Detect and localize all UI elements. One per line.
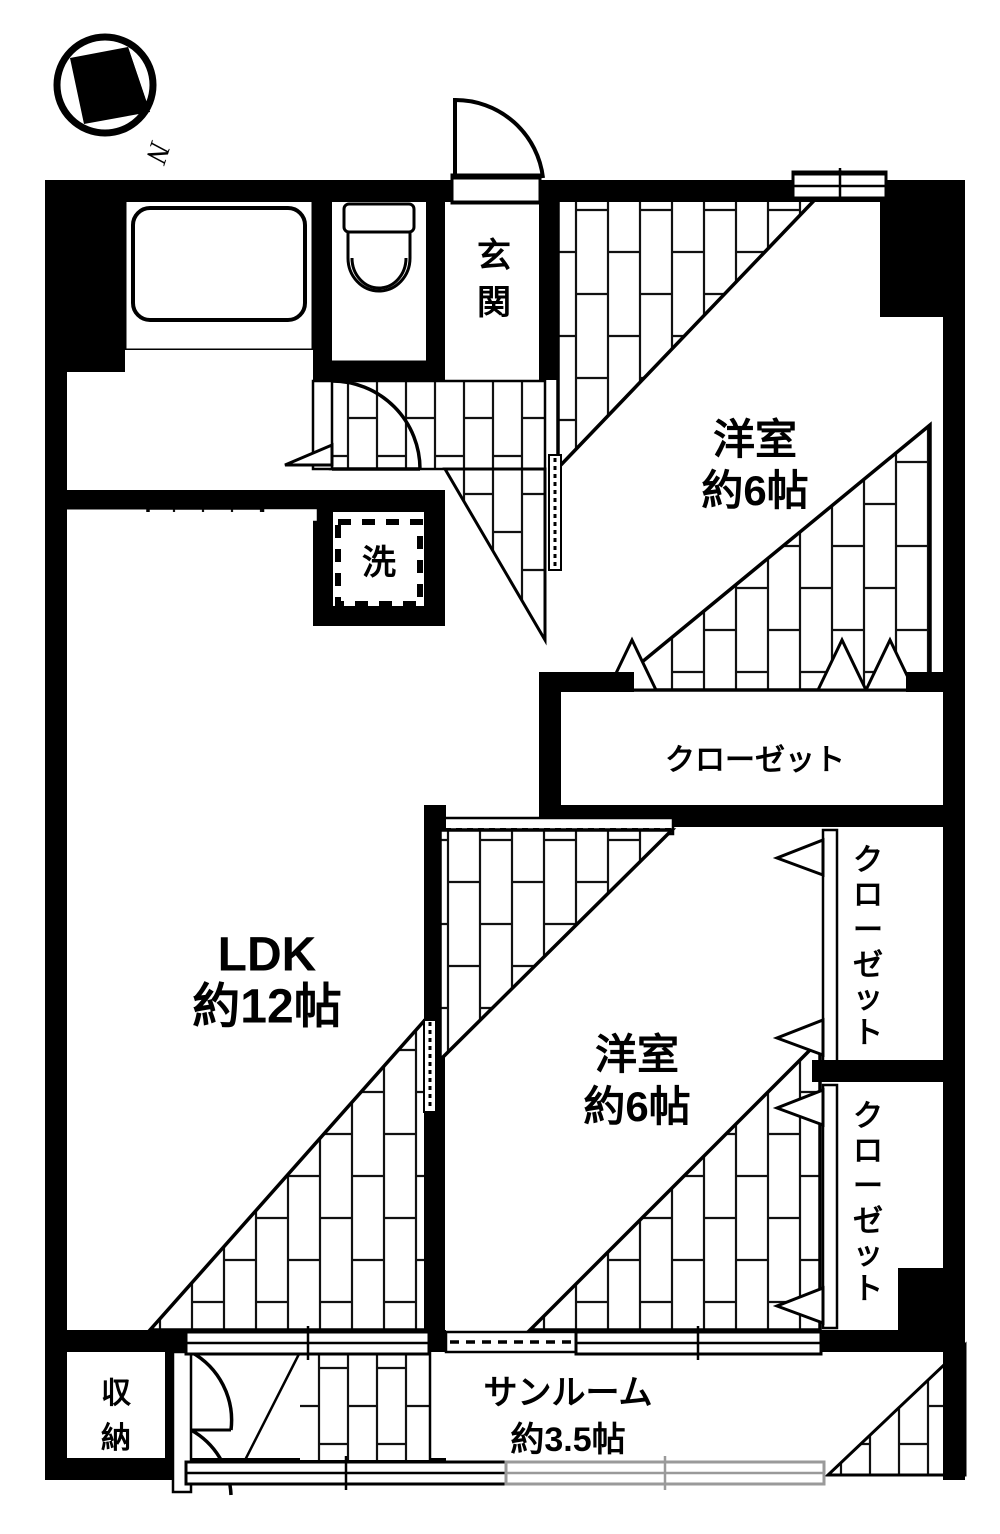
sunroom-label-line1: サンルーム — [484, 1374, 653, 1412]
wall-closet-upper-bottom — [812, 1060, 965, 1082]
bedroom-south-label-line2: 約6帖 — [583, 1083, 690, 1130]
wall-washer-right — [424, 512, 445, 624]
closet-horizontal-label: クローゼット — [665, 744, 845, 777]
entrance-label-char1: 玄 — [477, 237, 511, 275]
closet-vertical-upper-area — [821, 827, 943, 1072]
wall-bedroom-south-top-left — [424, 805, 446, 829]
toilet-room — [328, 198, 430, 364]
corridor-folding-door-marker — [284, 442, 334, 467]
cv-u-c2: ー — [853, 914, 883, 947]
closet-vertical-upper-label: ク ロ ー ゼ ッ ト — [853, 844, 883, 1050]
cv-l-c1: ロ — [853, 1135, 883, 1168]
storage-label-char1: 収 — [101, 1377, 132, 1410]
cv-u-c5: ト — [853, 1017, 883, 1050]
wall-toilet-bottom — [313, 362, 445, 381]
washer-label: 洗 — [362, 544, 396, 582]
wall-right-main — [943, 180, 965, 1480]
wall-closet-left — [539, 692, 561, 812]
bedroom-north-label-line1: 洋室 — [713, 416, 797, 463]
corridor-floor-hatch — [328, 379, 547, 471]
wall-bedroom-south-top-right — [673, 805, 828, 827]
cv-l-c4: ッ — [853, 1238, 883, 1271]
bathroom-area — [123, 198, 315, 352]
entrance-area — [445, 200, 545, 380]
bedroom-south-left-sash — [423, 1019, 437, 1113]
window-sunroom-bottom — [184, 1456, 826, 1490]
storage-label-char2: 納 — [101, 1422, 131, 1455]
cv-u-c0: ク — [853, 844, 883, 877]
wall-storage-bottom — [45, 1458, 173, 1480]
wall-washer-left — [313, 512, 333, 624]
storage-door-swing-icon — [171, 1350, 234, 1496]
wall-washer-top — [313, 490, 445, 512]
wall-left-main — [45, 490, 67, 1480]
closet-vertical-lower-label: ク ロ ー ゼ ッ ト — [853, 1100, 883, 1306]
bedroom-south-label-line1: 洋室 — [595, 1031, 679, 1078]
sunroom-label-line2: 約3.5帖 — [510, 1421, 625, 1459]
wall-closet-top-left — [539, 672, 634, 692]
wall-entrance-right — [539, 180, 561, 380]
ldk-label-line1: LDK — [218, 929, 317, 982]
bathtub-icon — [131, 206, 307, 322]
closet-vertical-upper-door[interactable] — [821, 828, 839, 1072]
sunroom-top-sliding-door — [444, 1326, 823, 1360]
washing-machine-icon — [335, 519, 423, 607]
ldk-label-line2: 約12帖 — [192, 981, 341, 1034]
window-ldk-bottom — [184, 1326, 431, 1360]
cv-l-c5: ト — [853, 1273, 883, 1306]
wall-washer-bottom — [313, 606, 445, 626]
bedroom-north-label-line2: 約6帖 — [701, 467, 808, 514]
washer-space-area: 洗 — [326, 512, 432, 618]
wall-toilet-left — [313, 200, 332, 380]
entrance-label-char2: 関 — [477, 284, 511, 322]
cv-u-c3: ゼ — [853, 949, 883, 982]
closet-horizontal-area — [561, 692, 943, 812]
cv-u-c1: ロ — [853, 879, 883, 912]
toilet-icon — [342, 202, 416, 293]
corridor-floor-hatch-diagonal — [442, 467, 547, 646]
cv-u-c4: ッ — [853, 982, 883, 1015]
closet-vertical-upper-fold-markers — [772, 837, 825, 1058]
bedroom-north-area — [556, 184, 965, 692]
cv-l-c2: ー — [853, 1170, 883, 1203]
entrance-door-swing-icon — [453, 97, 545, 179]
north-arrow-icon — [53, 33, 157, 137]
ldk-storage-floor-hatch — [300, 1352, 430, 1460]
wall-toilet-right — [426, 200, 445, 380]
wall-sunroom-top-right — [820, 1330, 965, 1352]
closet-vertical-lower-door[interactable] — [821, 1083, 839, 1330]
cv-l-c0: ク — [853, 1100, 883, 1133]
cv-l-c3: ゼ — [853, 1205, 883, 1238]
bedroom-north-left-sash — [548, 454, 562, 571]
closet-vertical-lower-fold-markers — [772, 1087, 825, 1326]
entrance-opening — [450, 176, 542, 204]
